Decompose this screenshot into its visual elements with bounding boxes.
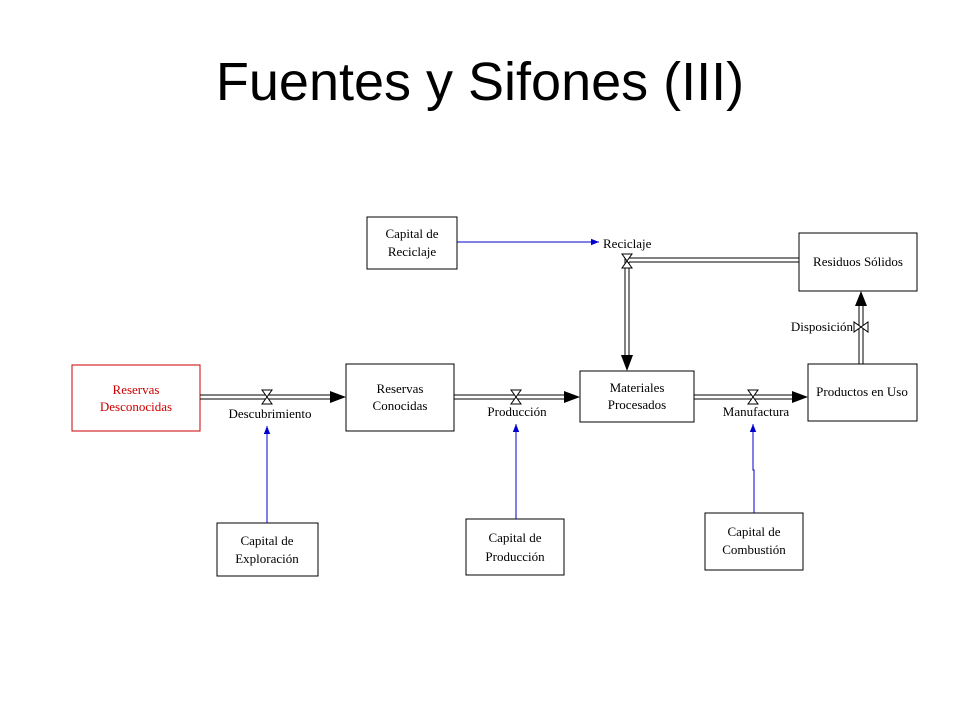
flow-pipe-disposicion [855, 291, 867, 364]
capital-exploracion-box: Capital de Exploración [216, 522, 319, 577]
stock-label-line1: Materiales [610, 380, 665, 395]
capital-produccion-box: Capital de Producción [465, 518, 565, 576]
valve-reciclaje-icon [621, 253, 633, 269]
stock-productos-en-uso: Productos en Uso [807, 363, 918, 422]
capital-label-line2: Producción [485, 549, 545, 564]
capital-reciclaje-box: Capital de Reciclaje [366, 216, 458, 270]
flow-pipe-reciclaje [621, 257, 799, 371]
valve-disposicion-icon [853, 321, 869, 333]
capital-label-line1: Capital de [385, 226, 438, 241]
capital-combustion-box: Capital de Combustión [704, 512, 804, 571]
slide-title: Fuentes y Sifones (III) [215, 52, 745, 112]
flow-label-descubrimiento: Descubrimiento [228, 406, 311, 421]
flow-label-reciclaje: Reciclaje [603, 236, 652, 251]
stock-residuos-solidos: Residuos Sólidos [798, 232, 918, 292]
capital-label-line1: Capital de [240, 533, 293, 548]
stock-label-line2: Conocidas [373, 398, 428, 413]
valve-descubrimiento-icon [261, 389, 273, 405]
capital-label-line1: Capital de [488, 530, 541, 545]
stock-reservas-desconocidas: Reservas Desconocidas [71, 364, 201, 432]
flow-pipe-manufactura [694, 391, 808, 403]
valve-produccion-icon [510, 389, 522, 405]
capital-label-line2: Reciclaje [388, 244, 437, 259]
capital-label-line1: Capital de [727, 524, 780, 539]
stock-materiales-procesados: Materiales Procesados [579, 370, 695, 423]
stock-label-line1: Reservas [377, 381, 424, 396]
stock-label-line2: Procesados [608, 397, 667, 412]
flow-pipe-descubrimiento [200, 391, 346, 403]
stock-label-line1: Reservas [113, 382, 160, 397]
info-link-combustion [749, 424, 757, 513]
flow-label-produccion: Producción [487, 404, 547, 419]
stock-label-line2: Desconocidas [100, 399, 172, 414]
stock-label-line1: Productos en Uso [816, 384, 908, 399]
flow-pipe-produccion [454, 391, 580, 403]
capital-label-line2: Combustión [722, 542, 786, 557]
valve-manufactura-icon [747, 389, 759, 405]
capital-label-line2: Exploración [235, 551, 299, 566]
flow-label-manufactura: Manufactura [723, 404, 790, 419]
flow-label-disposicion: Disposición [791, 319, 854, 334]
stock-reservas-conocidas: Reservas Conocidas [345, 363, 455, 432]
stock-label-line1: Residuos Sólidos [813, 254, 903, 269]
